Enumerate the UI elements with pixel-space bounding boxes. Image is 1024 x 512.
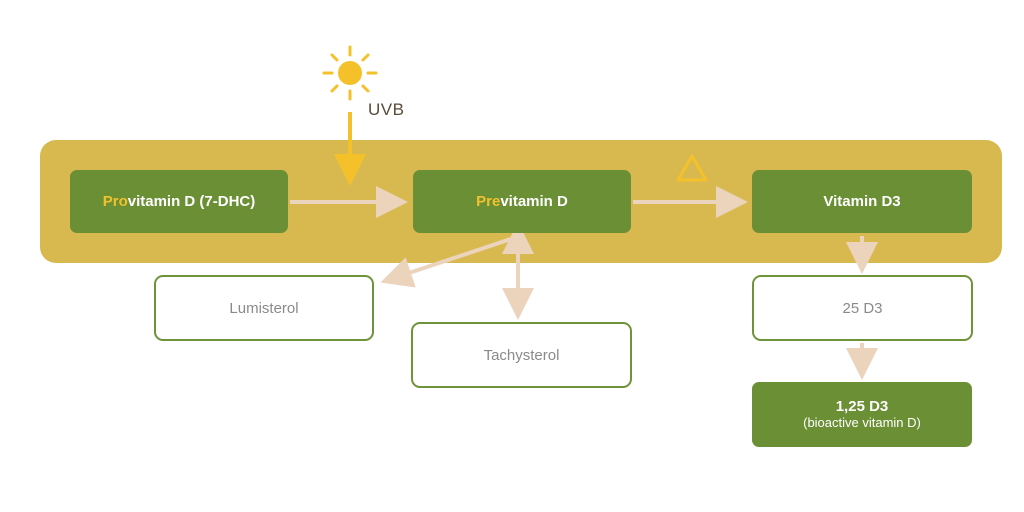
node-125-d3-title: 1,25 D3: [835, 398, 889, 416]
node-tachysterol: Tachysterol: [411, 322, 632, 388]
uvb-label: UVB: [368, 100, 405, 119]
provitamin-prefix: Pro: [102, 193, 128, 210]
node-25-d3: 25 D3: [752, 275, 973, 341]
node-lumisterol: Lumisterol: [154, 275, 374, 341]
sun-icon: [322, 45, 378, 101]
previtamin-prefix: Pre: [476, 193, 501, 210]
previtamin-label: vitamin D: [500, 193, 568, 210]
heat-triangle-icon: [676, 154, 708, 182]
node-125-d3: 1,25 D3 (bioactive vitamin D): [752, 382, 972, 447]
node-vitamin-d3: Vitamin D3: [752, 170, 972, 233]
provitamin-label: vitamin D (7-DHC): [127, 193, 256, 210]
node-125-d3-subtitle: (bioactive vitamin D): [803, 414, 921, 430]
arrow-previtamin-to-lumisterol: [380, 235, 518, 288]
